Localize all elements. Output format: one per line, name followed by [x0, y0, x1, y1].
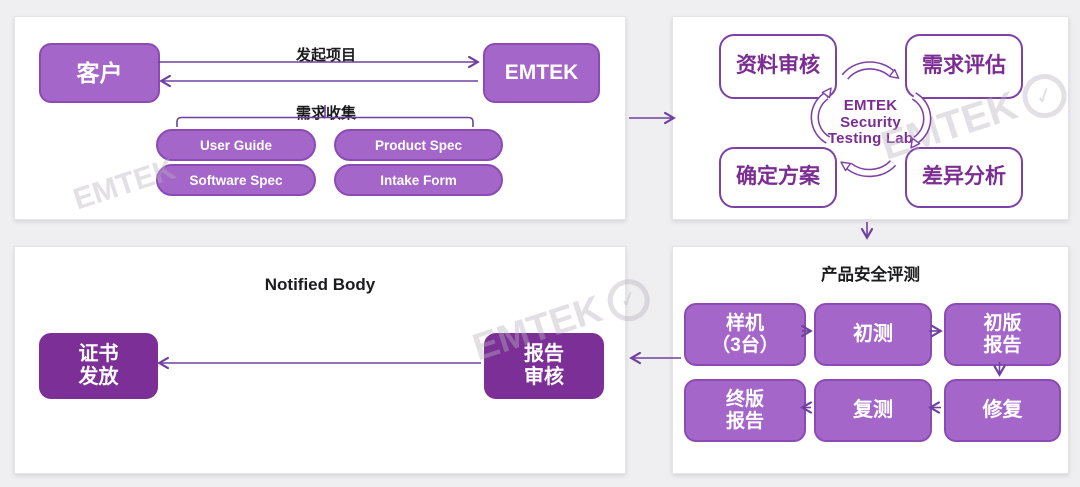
lab-center-label: EMTEK Security Testing Lab [773, 97, 968, 148]
lab-center-line1: EMTEK [843, 97, 898, 114]
panel-customer-intake: 客户 EMTEK 发起项目 需求收集 User Guide Product Sp… [14, 16, 626, 220]
evaluation-title: 产品安全评测 [821, 266, 920, 284]
box-retest: 复测 [814, 379, 932, 442]
box-final-report: 终版 报告 [684, 379, 806, 442]
label-requirements-collection: 需求收集 [295, 105, 356, 122]
emtek-box: EMTEK [483, 43, 600, 103]
panel-evaluation: 产品安全评测 样机 （3台） 初测 初版 报告 终版 报告 复测 修复 [672, 246, 1069, 474]
notified-body-title: Notified Body [264, 275, 376, 294]
box-samples: 样机 （3台） [684, 303, 806, 366]
label-initiate-project: 发起项目 [295, 47, 356, 64]
lab-center-line2: Security [840, 113, 901, 131]
document-pill-intake-form: Intake Form [334, 164, 503, 196]
document-pill-user-guide: User Guide [156, 129, 316, 161]
panel-notified-body: Notified Body 证书 发放 报告 审核 [14, 246, 626, 474]
box-initial-test: 初测 [814, 303, 932, 366]
document-pill-product-spec: Product Spec [334, 129, 503, 161]
box-certificate-issuance: 证书 发放 [39, 333, 158, 399]
customer-box: 客户 [39, 43, 160, 103]
box-document-review: 资料审核 [719, 34, 837, 99]
lab-center-line3: Testing Lab [827, 130, 914, 147]
box-fix: 修复 [944, 379, 1061, 442]
box-gap-analysis: 差异分析 [905, 147, 1023, 208]
panel-lab-cycle: 资料审核 需求评估 确定方案 差异分析 EMTEK Security Testi… [672, 16, 1069, 220]
box-requirement-assessment: 需求评估 [905, 34, 1023, 99]
box-initial-report: 初版 报告 [944, 303, 1061, 366]
box-plan-confirmation: 确定方案 [719, 147, 837, 208]
document-pill-software-spec: Software Spec [156, 164, 316, 196]
box-report-review: 报告 审核 [484, 333, 604, 399]
